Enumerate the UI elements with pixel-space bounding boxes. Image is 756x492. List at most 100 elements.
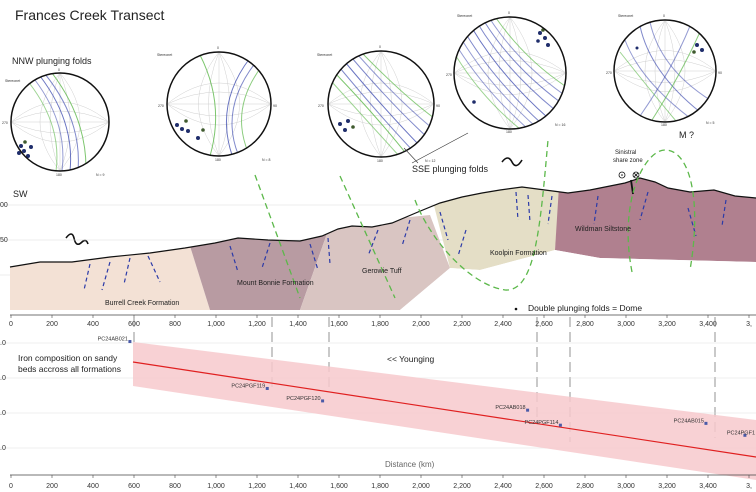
- stereonet-poles: [175, 119, 205, 140]
- bottom-y-tick-0: .0: [0, 340, 6, 347]
- top-x-tick-label: 1,000: [207, 321, 225, 328]
- stereonet-poles: [635, 43, 704, 54]
- top-x-tick-label: 1,200: [248, 321, 266, 328]
- stereonet-north-tick: 0: [508, 11, 510, 15]
- top-x-tick-label: 2,200: [453, 321, 471, 328]
- bottom-x-tick-label: 400: [87, 483, 99, 490]
- iron-plot: .0 .0 .0 .0 Iron composition on sandy be…: [0, 337, 756, 480]
- unit-mount-bonnie: [185, 225, 330, 310]
- stereonet-3: Stereonet 0 270 90 180 N = 12: [317, 45, 440, 163]
- top-x-tick-label: 1,600: [330, 321, 348, 328]
- top-x-tick-label: 3,200: [658, 321, 676, 328]
- bottom-x-tick-label: 1,000: [207, 483, 225, 490]
- sample-marker: [128, 340, 132, 344]
- bottom-x-tick-label: 3,400: [699, 483, 717, 490]
- top-x-tick-label: 1,400: [289, 321, 307, 328]
- double-plunging-label: Double plunging folds = Dome: [528, 303, 642, 313]
- stereonet-5: Stereonet 0 270 90 180 N = 5: [606, 14, 722, 127]
- stereonet-west-tick: 270: [2, 121, 8, 125]
- iron-composition-line1: Iron composition on sandy: [18, 353, 118, 363]
- top-x-tick-label: 3,: [746, 321, 752, 328]
- stereonet-east-tick: 90: [273, 104, 277, 108]
- top-x-tick-label: 3,000: [617, 321, 635, 328]
- bottom-x-tick-label: 3,000: [617, 483, 635, 490]
- stereonet-west-tick: 270: [158, 104, 164, 108]
- stereonet-south-tick: 180: [215, 158, 221, 162]
- stereonet-header: Stereonet: [157, 53, 172, 57]
- stereonet-east-tick: 90: [718, 71, 722, 75]
- sample-label: PC24AB018: [495, 405, 525, 411]
- younging-label: << Younging: [387, 354, 435, 364]
- sample-marker: [265, 386, 269, 390]
- bottom-x-tick-label: 600: [128, 483, 140, 490]
- stereonet-west-tick: 270: [318, 104, 324, 108]
- topographic-surface: [9, 177, 756, 268]
- stereonet-south-tick: 180: [661, 123, 667, 127]
- top-y-tick-0: 00: [0, 202, 8, 209]
- stereonet-4: Stereonet 0 270 180 N = 16: [446, 11, 567, 134]
- top-x-tick-label: 200: [46, 321, 58, 328]
- shear-sense-symbols: [618, 171, 640, 179]
- top-y-tick-1: 50: [0, 237, 8, 244]
- bottom-x-tick-label: 0: [9, 483, 13, 490]
- formation-label-koolpin: Koolpin Formation: [490, 250, 547, 257]
- bottom-x-tick-label: 1,200: [248, 483, 266, 490]
- formation-label-mount-bonnie: Mount Bonnie Formation: [237, 280, 314, 287]
- direction-label: SW: [13, 189, 28, 199]
- sample-label: PC24PGF119: [231, 383, 265, 389]
- sample-marker: [321, 399, 325, 403]
- stereonet-south-tick: 180: [56, 173, 62, 177]
- s-fold-symbol: [501, 157, 523, 167]
- stereonet-poles: [338, 119, 355, 132]
- trend-confidence-band: [133, 342, 756, 480]
- formation-label-gerowie-tuff: Gerowie Tuff: [362, 268, 402, 275]
- bottom-y-tick-2: .0: [0, 410, 6, 417]
- sse-folds-label: SSE plunging folds: [412, 164, 489, 174]
- stereonet-poles: [472, 28, 550, 104]
- top-x-tick-label: 2,400: [494, 321, 512, 328]
- bottom-y-tick-3: .0: [0, 445, 6, 452]
- top-x-tick-label: 2,000: [412, 321, 430, 328]
- stereonet-north-tick: 0: [663, 14, 665, 18]
- stereonet-header: Stereonet: [317, 53, 332, 57]
- z-fold-symbol: [65, 233, 89, 246]
- bottom-x-tick-label: 2,000: [412, 483, 430, 490]
- bottom-x-tick-label: 3,200: [658, 483, 676, 490]
- cross-section: 00 50 Bu: [0, 139, 756, 313]
- sample-label: PC24AB015: [674, 418, 704, 424]
- sample-label: PC24PGF1: [727, 430, 755, 436]
- iron-composition-line2: beds accross all formations: [18, 364, 121, 374]
- stereonet-poles: [17, 140, 33, 158]
- sample-label: PC24PGF114: [525, 420, 559, 426]
- bottom-x-tick-label: 2,600: [535, 483, 553, 490]
- bottom-y-tick-1: .0: [0, 375, 6, 382]
- sample-marker: [558, 423, 562, 427]
- stereonet-south-tick: 180: [506, 130, 512, 134]
- formation-label-wildman: Wildman Siltstone: [575, 226, 631, 233]
- sample-points: PC24AB021PC24PGF119PC24PGF120PC24AB018PC…: [98, 337, 755, 437]
- stereonet-n-label: N = 8: [262, 158, 271, 162]
- stereonet-north-tick: 0: [217, 46, 219, 50]
- top-x-tick-label: 2,600: [535, 321, 553, 328]
- fold-axial-traces: [254, 139, 696, 299]
- stereonet-2: Stereonet 0 270 90 180 N = 8: [157, 46, 277, 162]
- figure-title: Frances Creek Transect: [15, 7, 164, 23]
- stereonet-south-tick: 180: [377, 159, 383, 163]
- sample-marker: [743, 433, 747, 437]
- sample-marker: [704, 421, 708, 425]
- stereonet-north-tick: 0: [379, 45, 381, 49]
- stereonet-n-label: N = 5: [706, 121, 715, 125]
- formation-label-burrell-creek: Burrell Creek Formation: [105, 300, 179, 307]
- top-x-tick-label: 800: [169, 321, 181, 328]
- stereonet-n-label: N = 9: [96, 173, 105, 177]
- bottom-x-tick-label: 2,400: [494, 483, 512, 490]
- stereonet-west-tick: 270: [606, 71, 612, 75]
- trend-line: [132, 361, 756, 458]
- x-axis-title: Distance (km): [385, 460, 435, 469]
- bottom-x-tick-label: 800: [169, 483, 181, 490]
- bottom-x-tick-label: 2,800: [576, 483, 594, 490]
- top-x-tick-label: 1,800: [371, 321, 389, 328]
- m-question-label: M ?: [679, 130, 694, 140]
